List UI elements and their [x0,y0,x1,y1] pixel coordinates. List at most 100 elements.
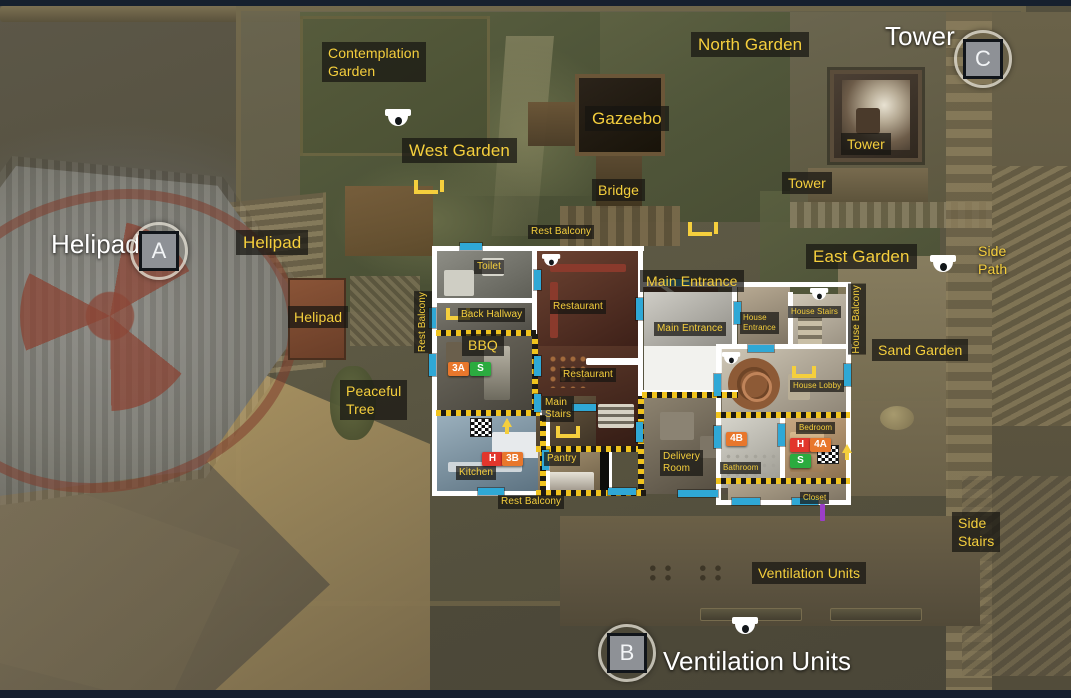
door-bedroom-w[interactable] [778,424,785,446]
room-label-back-hallway: Back Hallway [458,308,526,322]
door-stairs-n[interactable] [572,404,596,411]
hazard-bottom-left [536,490,646,496]
door-delivery-w[interactable] [636,422,643,442]
marker-title-ventilation: Ventilation Units [663,646,852,676]
label-main-entrance-outdoor: Main Entrance [640,270,744,292]
wall-lobby-top [716,344,852,349]
marker-c[interactable]: C [954,30,1012,88]
wall-house-bottom [716,500,851,505]
door-bbq-se[interactable] [534,394,541,412]
label-house-balcony: House Balcony [848,284,866,355]
room-label-toilet: Toilet [474,260,504,274]
delivery-crate-a [660,412,694,440]
badge-h-bedroom: H [790,438,811,452]
room-label-bathroom: Bathroom [720,462,762,474]
door-house-entrance-w[interactable] [734,302,741,324]
badge-3a: 3A [448,362,469,376]
vent-slot-2 [830,608,922,621]
restaurant-divider [586,358,640,365]
label-helipad-building: Helipad [288,306,349,328]
stair-treads [598,404,634,428]
camera-icon-rest-balcony [542,254,561,268]
label-rest-balcony-left: Rest Balcony [414,291,432,354]
wall-bed-bath [780,412,785,482]
map-terrain: Toilet Back Hallway BBQ Kitchen Restaura… [0,6,1071,690]
door-lobby-e[interactable] [844,364,851,386]
door-kitchen-s[interactable] [478,488,504,495]
room-label-house-stairs: House Stairs [788,306,841,318]
objective-pin [820,504,825,521]
pantry-units [544,472,594,492]
wall-horiz-toilet [432,298,537,303]
helipad-grid-area [350,276,420,346]
hazard-bbq-top [436,330,536,336]
door-bathroom-w[interactable] [714,426,721,448]
checkpoint-marker-kitchen [470,418,492,437]
door-closet-s[interactable] [732,498,760,505]
contemplation-garden-area [300,16,490,156]
camera-icon-side-path [930,255,956,275]
door-toilet-n[interactable] [460,243,482,250]
room-label-house-entrance: House Entrance [740,312,779,334]
door-bbq-e[interactable] [534,356,541,376]
room-label-main-entrance: Main Entrance [654,322,726,336]
door-house-lobby-n[interactable] [748,345,774,352]
door-main-entrance-w[interactable] [636,298,643,320]
door-delivery-s[interactable] [678,490,718,497]
badge-3b: 3B [502,452,523,466]
marker-a-letter: A [139,231,179,271]
room-label-restaurant-lower: Restaurant [560,368,616,382]
camera-icon-house-stairs [810,288,829,302]
label-east-garden: East Garden [806,244,917,269]
room-label-main-stairs: Main Stairs [542,396,575,422]
room-label-kitchen: Kitchen [456,466,497,480]
stairs-icon-west-garden [414,180,444,194]
label-side-stairs: Side Stairs [952,512,1001,552]
sand-garden-rock [880,406,914,430]
label-side-path: Side Path [978,243,1008,277]
side-stairs-lower [962,476,1071,676]
marker-b-letter: B [607,633,647,673]
marker-b[interactable]: B [598,624,656,682]
label-ventilation-units: Ventilation Units [752,562,867,584]
marker-title-tower: Tower [885,21,955,51]
hazard-bedroom-top [716,412,850,418]
lobby-medallion [728,358,780,410]
marker-title-helipad: Helipad [51,229,140,259]
door-hallway-w[interactable] [429,308,436,328]
vent-grid-1 [644,561,684,585]
wall-vert-center [638,246,643,452]
stairs-icon-main-stairs [556,426,580,438]
label-north-garden: North Garden [691,32,810,57]
label-tower-room: Tower [841,133,891,155]
camera-icon-house-lobby [722,352,741,366]
badge-4b: 4B [726,432,747,446]
label-bridge: Bridge [592,179,646,201]
restaurant-bar-a [550,264,626,272]
label-rest-balcony-bottom: Rest Balcony [498,495,565,509]
vent-grid-2 [694,561,734,585]
badge-h-kitchen: H [482,452,503,466]
hazard-delivery-top [642,392,738,398]
camera-icon-ventilation [732,617,758,637]
marker-a[interactable]: A [130,222,188,280]
room-label-restaurant-upper: Restaurant [550,300,606,314]
side-stairs-upper [992,166,1071,426]
label-gazebo: Gazeebo [585,106,669,131]
door-lobby-w[interactable] [714,374,721,396]
marker-c-letter: C [963,39,1003,79]
letterbox-top [0,0,1071,6]
stairs-icon-house-lobby [792,366,816,378]
badge-4a: 4A [810,438,831,452]
hazard-kitchen-top [436,410,540,416]
main-entrance-floor [644,292,736,346]
badge-s-bedroom: S [790,454,811,468]
door-bbq-w[interactable] [429,354,436,376]
exit-arrow-kitchen [502,418,512,434]
toilet-fixture-a [444,270,474,296]
door-pantry-s[interactable] [608,488,636,495]
building-floorplan: Toilet Back Hallway BBQ Kitchen Restaura… [429,243,862,521]
wall-house-stairs [788,292,793,348]
door-toilet-e[interactable] [534,270,541,290]
hazard-bedroom-bottom [716,478,850,484]
